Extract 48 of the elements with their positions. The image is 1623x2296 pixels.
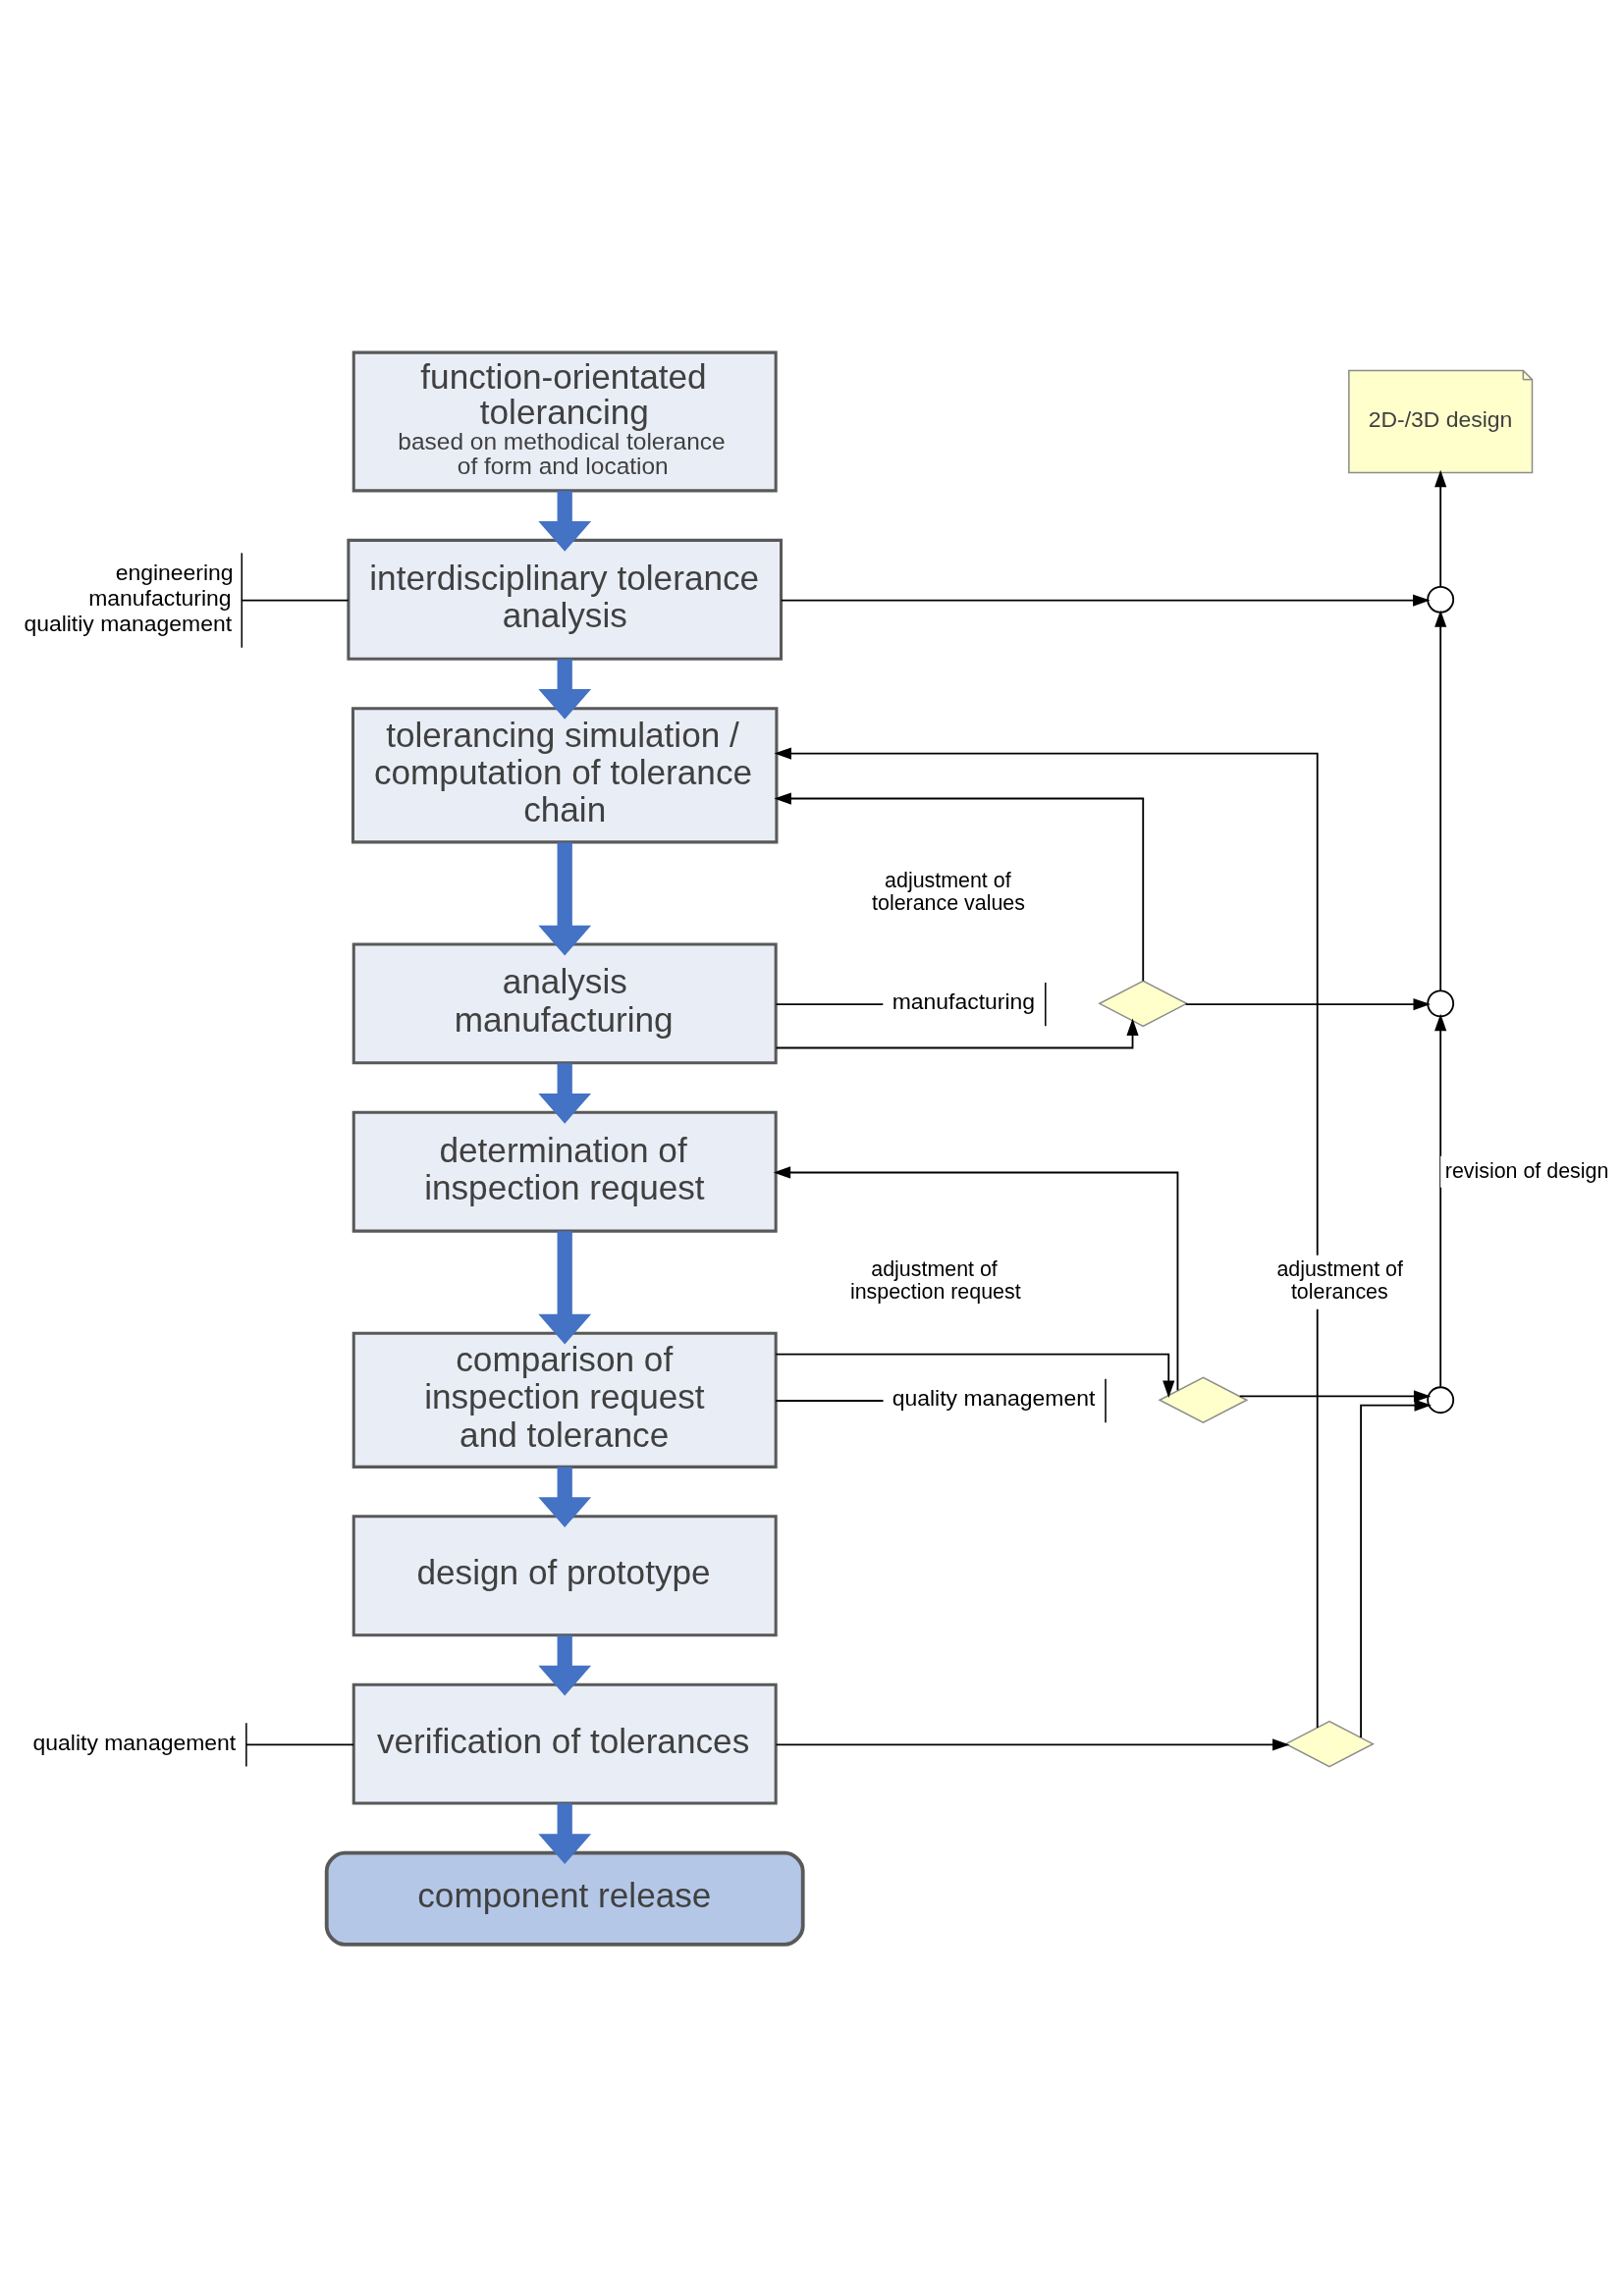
arrow (1434, 1013, 1447, 1388)
arrow (775, 1737, 1290, 1750)
node-box: design of prototype (352, 1514, 778, 1636)
node-text: manufacturing (892, 988, 1036, 1014)
edge-label: adjustment of tolerance values (872, 868, 1025, 915)
node-box: verification of tolerances (352, 1682, 778, 1805)
arrow (775, 1353, 1175, 1398)
arrow (775, 1017, 1139, 1048)
arrow (538, 1466, 592, 1527)
arrow (1184, 997, 1431, 1010)
node-box: determination of inspection request (352, 1110, 778, 1233)
node-text: engineering manufacturing qualitiy management (24, 559, 234, 636)
arrow (538, 490, 592, 552)
node-box: function-orientated tolerancing based on methodical tolerance of form and location (352, 350, 778, 492)
connector (775, 1002, 885, 1005)
connector (240, 599, 350, 601)
arrow (538, 1802, 592, 1864)
arrow (774, 747, 1319, 1729)
edge-label: adjustment of inspection request (849, 1256, 1021, 1304)
arrow (774, 791, 1145, 982)
node-diamond (1098, 980, 1189, 1027)
arrow (538, 841, 592, 955)
node-diamond (1158, 1375, 1249, 1423)
arrow (1434, 609, 1447, 991)
arrow (773, 1165, 1179, 1391)
arrow (1238, 1389, 1432, 1403)
node-circle (1427, 988, 1455, 1017)
arrow (538, 1062, 592, 1124)
edge-label: revision of design (1444, 1158, 1609, 1183)
node-box: component release (324, 1850, 805, 1947)
node-box: analysis manufacturing (352, 941, 778, 1064)
node-box: interdisciplinary tolerance analysis (347, 538, 784, 661)
connector (775, 1399, 885, 1402)
node-box: comparison of inspection request and tolerance (352, 1331, 778, 1468)
arrow (538, 658, 592, 720)
arrow (538, 1230, 592, 1344)
arrow (1360, 1399, 1432, 1738)
arrow (538, 1634, 592, 1696)
node-text: quality management (892, 1384, 1096, 1411)
node-box: tolerancing simulation / computation of tolerance chain (351, 706, 779, 843)
arrow (780, 593, 1431, 607)
node-text: quality management (32, 1729, 237, 1755)
arrow (1434, 469, 1447, 588)
node-diamond (1283, 1720, 1375, 1767)
connector (244, 1743, 355, 1745)
node-circle (1427, 1385, 1455, 1414)
edge-label: adjustment of tolerances (1276, 1256, 1403, 1304)
node-circle (1427, 585, 1455, 614)
